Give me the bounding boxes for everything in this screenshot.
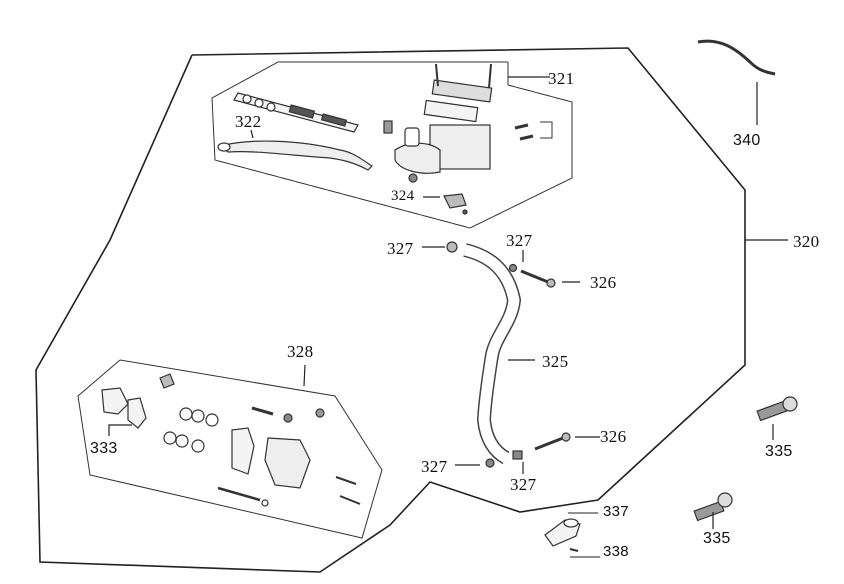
label-335-lower: 335 — [703, 530, 731, 547]
label-327-bottom-right: 327 — [510, 475, 537, 494]
loose-parts — [544, 39, 798, 558]
label-322: 322 — [235, 112, 262, 131]
label-324: 324 — [391, 188, 415, 204]
label-326-top: 326 — [590, 273, 617, 292]
leader-lines — [108, 76, 788, 474]
label-327-bottom-left: 327 — [421, 457, 448, 476]
caliper-parts — [101, 373, 361, 507]
label-325: 325 — [542, 352, 569, 371]
master-cylinder-parts — [217, 63, 553, 215]
label-328: 328 — [287, 342, 314, 361]
label-337: 337 — [603, 503, 629, 520]
label-320: 320 — [793, 232, 820, 251]
label-333: 333 — [90, 440, 118, 457]
label-326-bottom: 326 — [600, 427, 627, 446]
assembly-320-outline — [35, 47, 746, 573]
master-cylinder-321-outline — [211, 61, 573, 229]
caliper-328-outline — [77, 359, 383, 539]
label-327-top-right: 327 — [506, 231, 533, 250]
label-321: 321 — [548, 69, 575, 88]
label-338: 338 — [603, 543, 629, 560]
label-327-top-left: 327 — [387, 239, 414, 258]
brake-hose-parts — [446, 241, 571, 468]
label-340: 340 — [733, 132, 761, 149]
label-335-upper: 335 — [765, 443, 793, 460]
